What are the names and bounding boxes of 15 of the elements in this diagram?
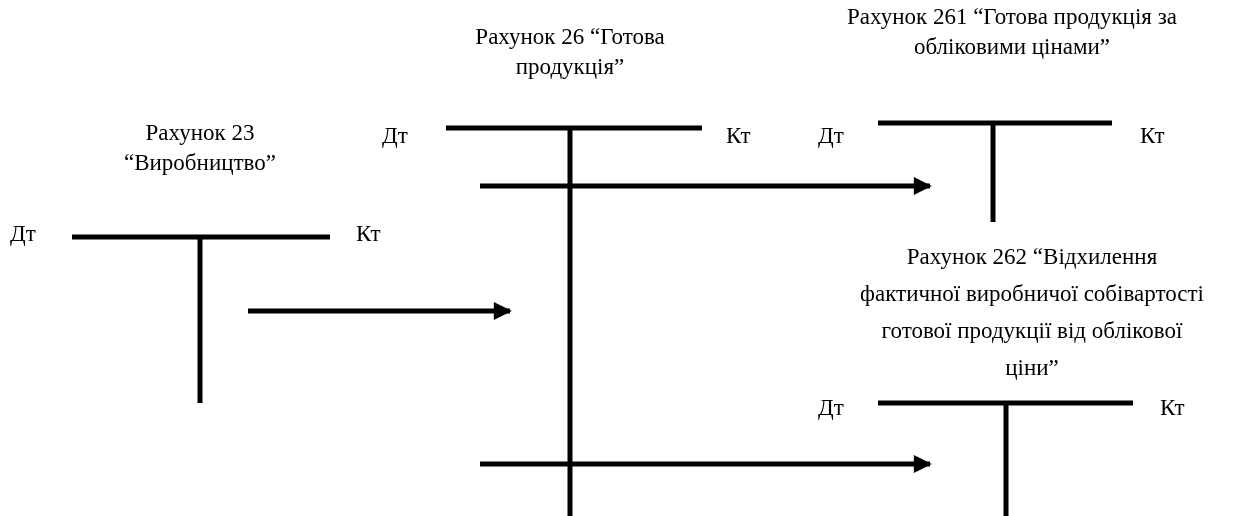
debit-label: Дт <box>818 122 844 150</box>
debit-label: Дт <box>382 122 408 150</box>
arrow <box>248 302 512 320</box>
credit-label: Кт <box>1140 122 1165 150</box>
debit-label: Дт <box>10 220 36 248</box>
account-title: Рахунок 23 “Виробництво” <box>123 119 277 177</box>
account-title: Рахунок 26 “Готова продукція” <box>474 23 666 81</box>
account-title: Рахунок 262 “Відхилення фактичної виробничої собівартості готової продукції від облікової ціни” <box>859 243 1205 382</box>
credit-label: Кт <box>1160 394 1185 422</box>
account-title: Рахунок 261 “Готова продукція за обліковими цінами” <box>846 3 1178 61</box>
credit-label: Кт <box>726 122 751 150</box>
credit-label: Кт <box>356 220 381 248</box>
debit-label: Дт <box>818 394 844 422</box>
arrow <box>480 177 932 195</box>
arrow <box>480 455 932 473</box>
